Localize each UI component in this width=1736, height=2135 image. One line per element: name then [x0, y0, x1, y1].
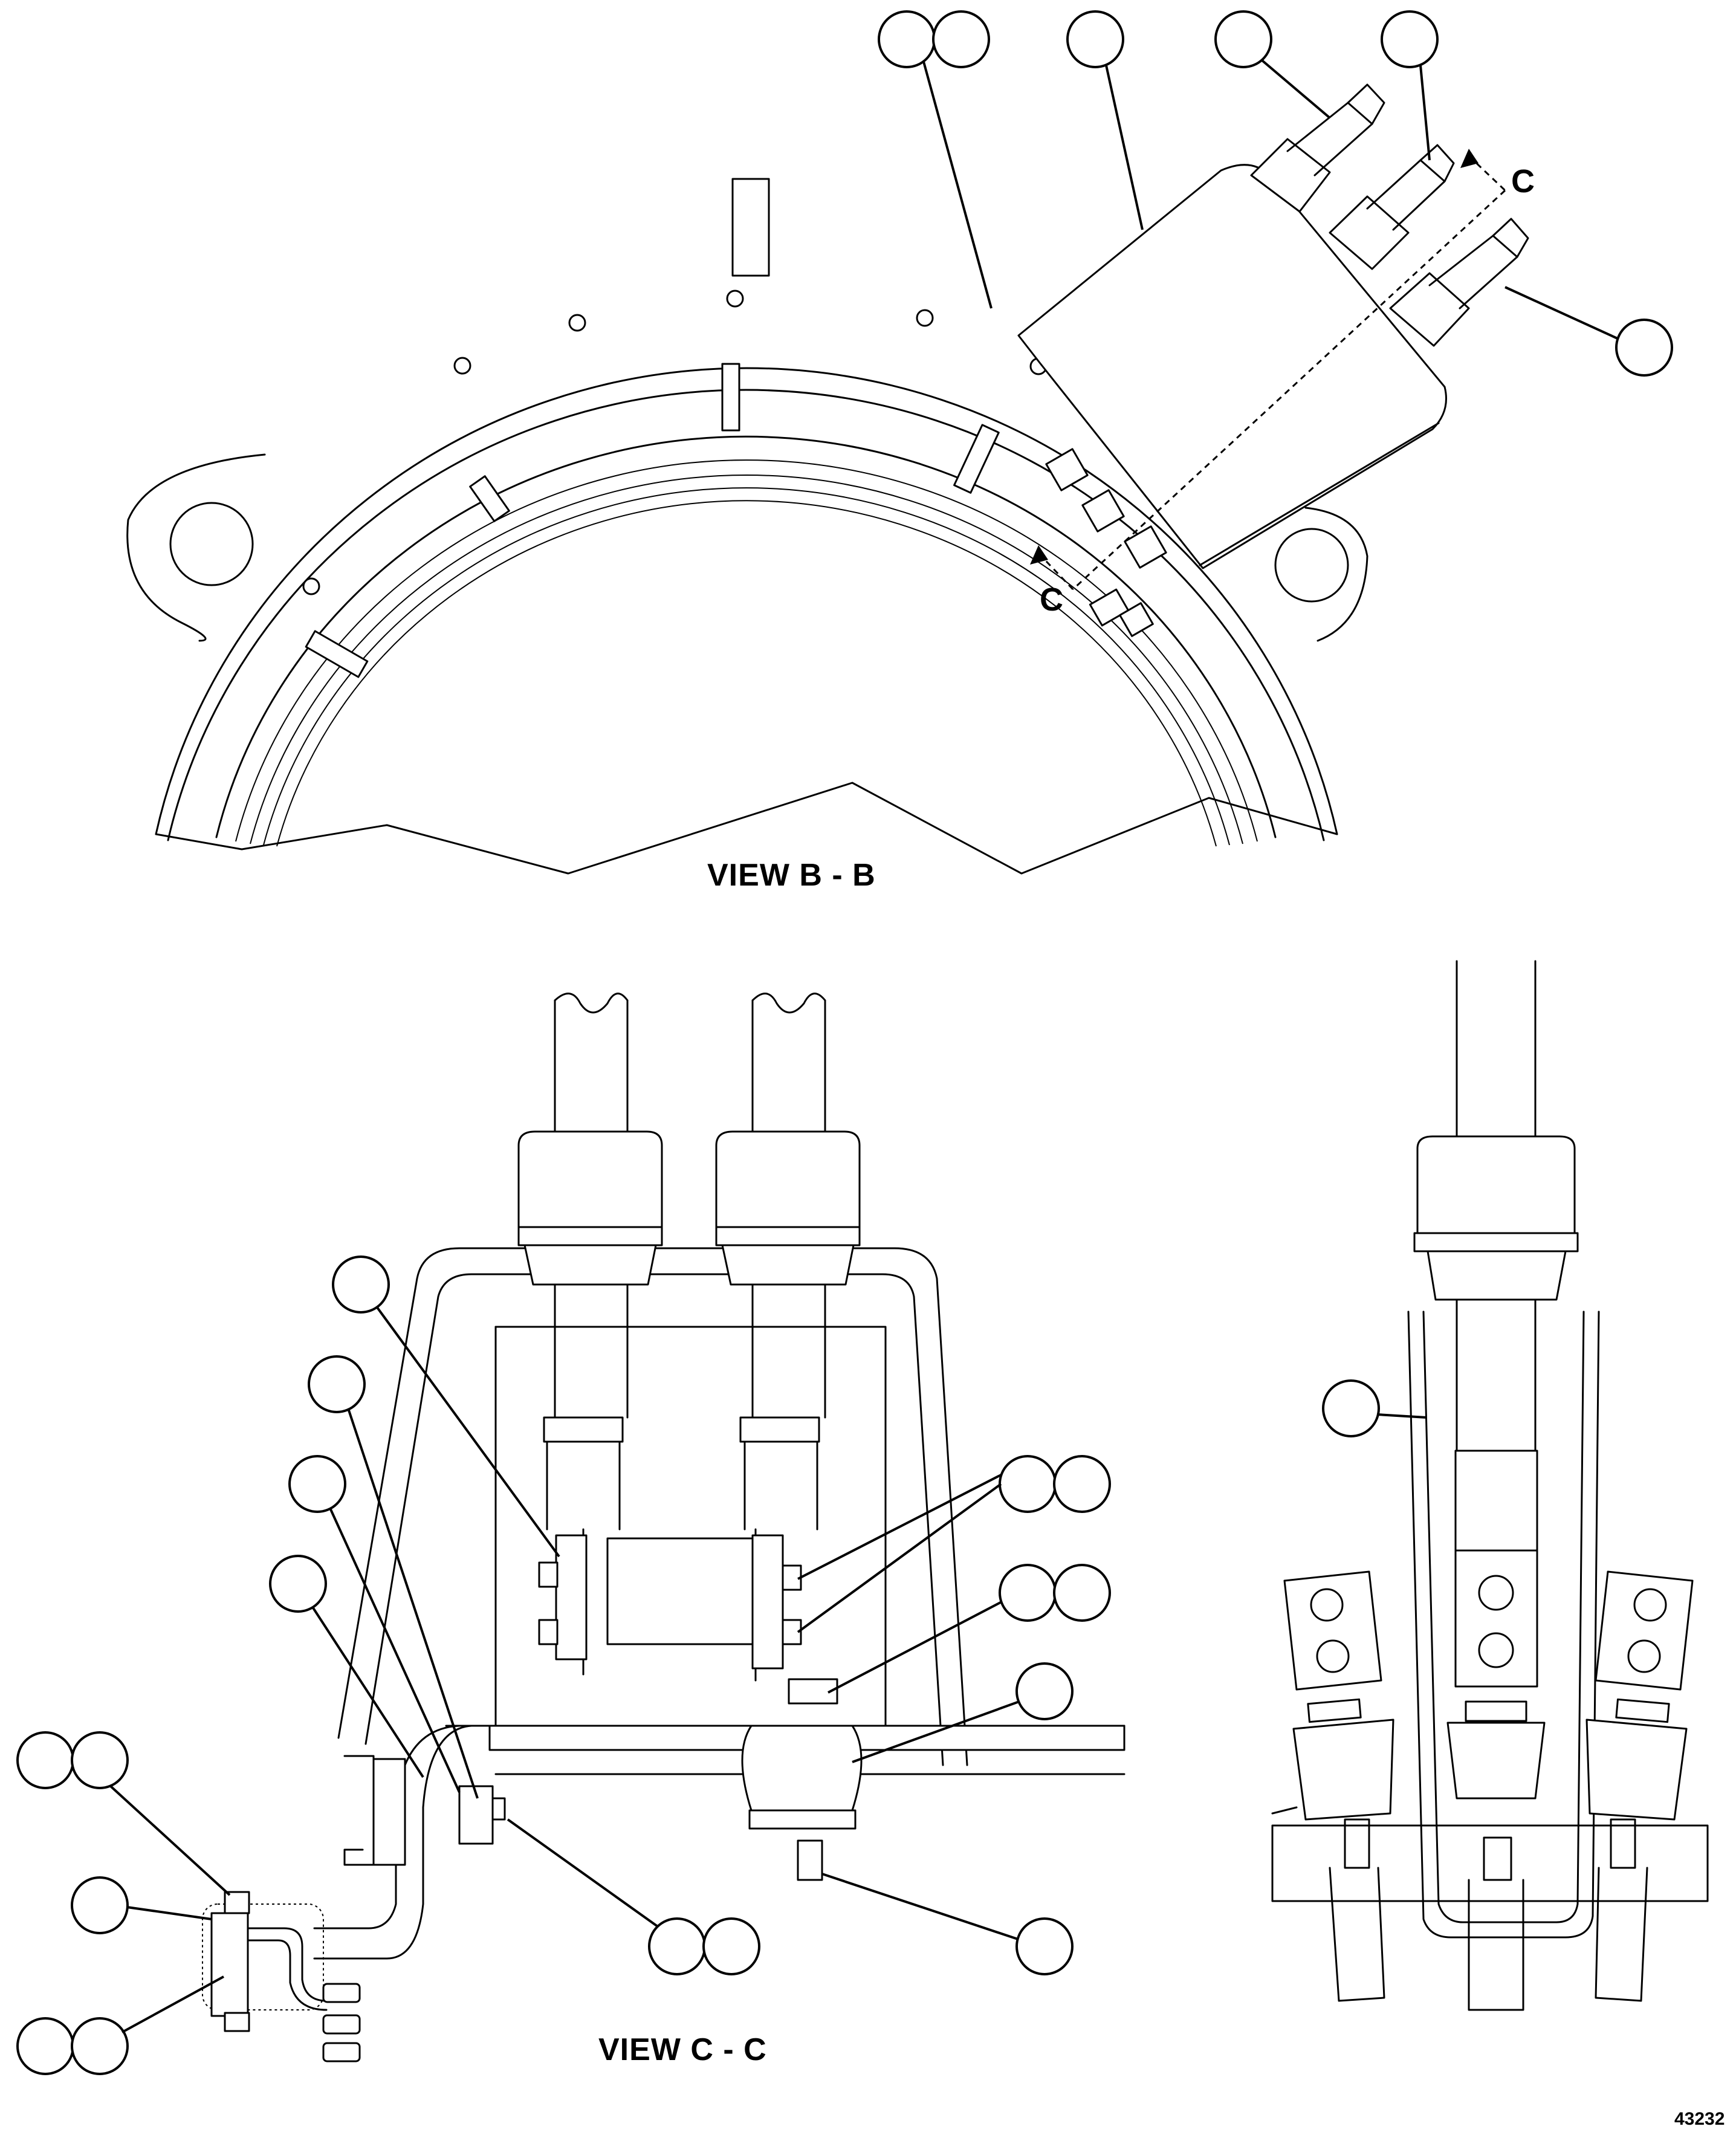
callout-bubble: [702, 1917, 760, 1975]
outer-flange: [155, 367, 1338, 835]
callout-bubble: [71, 1731, 129, 1789]
bus-bar-bend: [313, 1725, 506, 1960]
left-lifting-lug: [126, 453, 266, 642]
callout-bubble: [269, 1555, 327, 1613]
callout-bubble: [332, 1255, 390, 1314]
callout-bubble: [1053, 1455, 1111, 1513]
callout-bubble: [999, 1455, 1057, 1513]
terminal-housing: [1017, 164, 1447, 569]
view-c-callouts: [16, 1255, 1427, 2075]
callout-bubble: [288, 1455, 346, 1513]
callout-bubble: [16, 1731, 74, 1789]
gland-right: [715, 1130, 861, 1286]
view-c-title: VIEW C - C: [598, 2032, 767, 2067]
coil-clamps: [305, 363, 1000, 678]
callout-bubble: [1015, 1917, 1074, 1975]
right-lifting-lug: [1274, 507, 1368, 642]
callout-bubble: [1615, 319, 1673, 377]
section-line-c: C C: [1030, 149, 1535, 618]
callout-bubble: [1322, 1379, 1380, 1437]
top-post: [731, 178, 770, 277]
cable-gland-3: [1389, 218, 1529, 347]
callout-bubble: [999, 1564, 1057, 1622]
view-c-c: VIEW C - C: [16, 993, 1427, 2075]
callout-bubble: [308, 1355, 366, 1413]
callout-bubble: [878, 10, 936, 68]
insulator: [741, 1725, 863, 1812]
flange-bolt-holes: [302, 290, 1048, 595]
cable-left: [554, 993, 629, 1138]
side-view: [1271, 960, 1709, 2011]
figure-number: 43232: [1674, 2109, 1725, 2129]
callout-bubble: [1381, 10, 1439, 68]
view-b-title: VIEW B - B: [707, 858, 876, 893]
callout-bubble: [932, 10, 990, 68]
callout-bubble: [71, 1876, 129, 1934]
u-bracket: [1422, 1310, 1585, 1923]
cable-gland-2: [1329, 144, 1455, 270]
break-line: [155, 782, 1338, 875]
lug-connection: [202, 1891, 361, 2062]
support-frame: [337, 1247, 968, 1766]
callout-bubble: [1015, 1662, 1074, 1720]
callout-bubble: [1053, 1564, 1111, 1622]
side-terminal-left: [1283, 1570, 1394, 2002]
section-marker-top: C: [1511, 163, 1535, 199]
callout-bubble: [1214, 10, 1272, 68]
callout-bubble: [648, 1917, 706, 1975]
callout-bubble: [16, 2017, 74, 2075]
gland-left: [517, 1130, 663, 1286]
view-b-b: C C VIEW B - B: [126, 10, 1673, 893]
callout-bubble: [1066, 10, 1124, 68]
cable-gland-1: [1250, 83, 1385, 213]
callout-bubble: [71, 2017, 129, 2075]
cable-right: [751, 993, 826, 1138]
section-marker-bottom: C: [1040, 582, 1063, 618]
side-terminal-right: [1585, 1570, 1694, 2002]
view-b-callouts: [878, 10, 1673, 377]
terminal-connectors: [1045, 448, 1167, 637]
